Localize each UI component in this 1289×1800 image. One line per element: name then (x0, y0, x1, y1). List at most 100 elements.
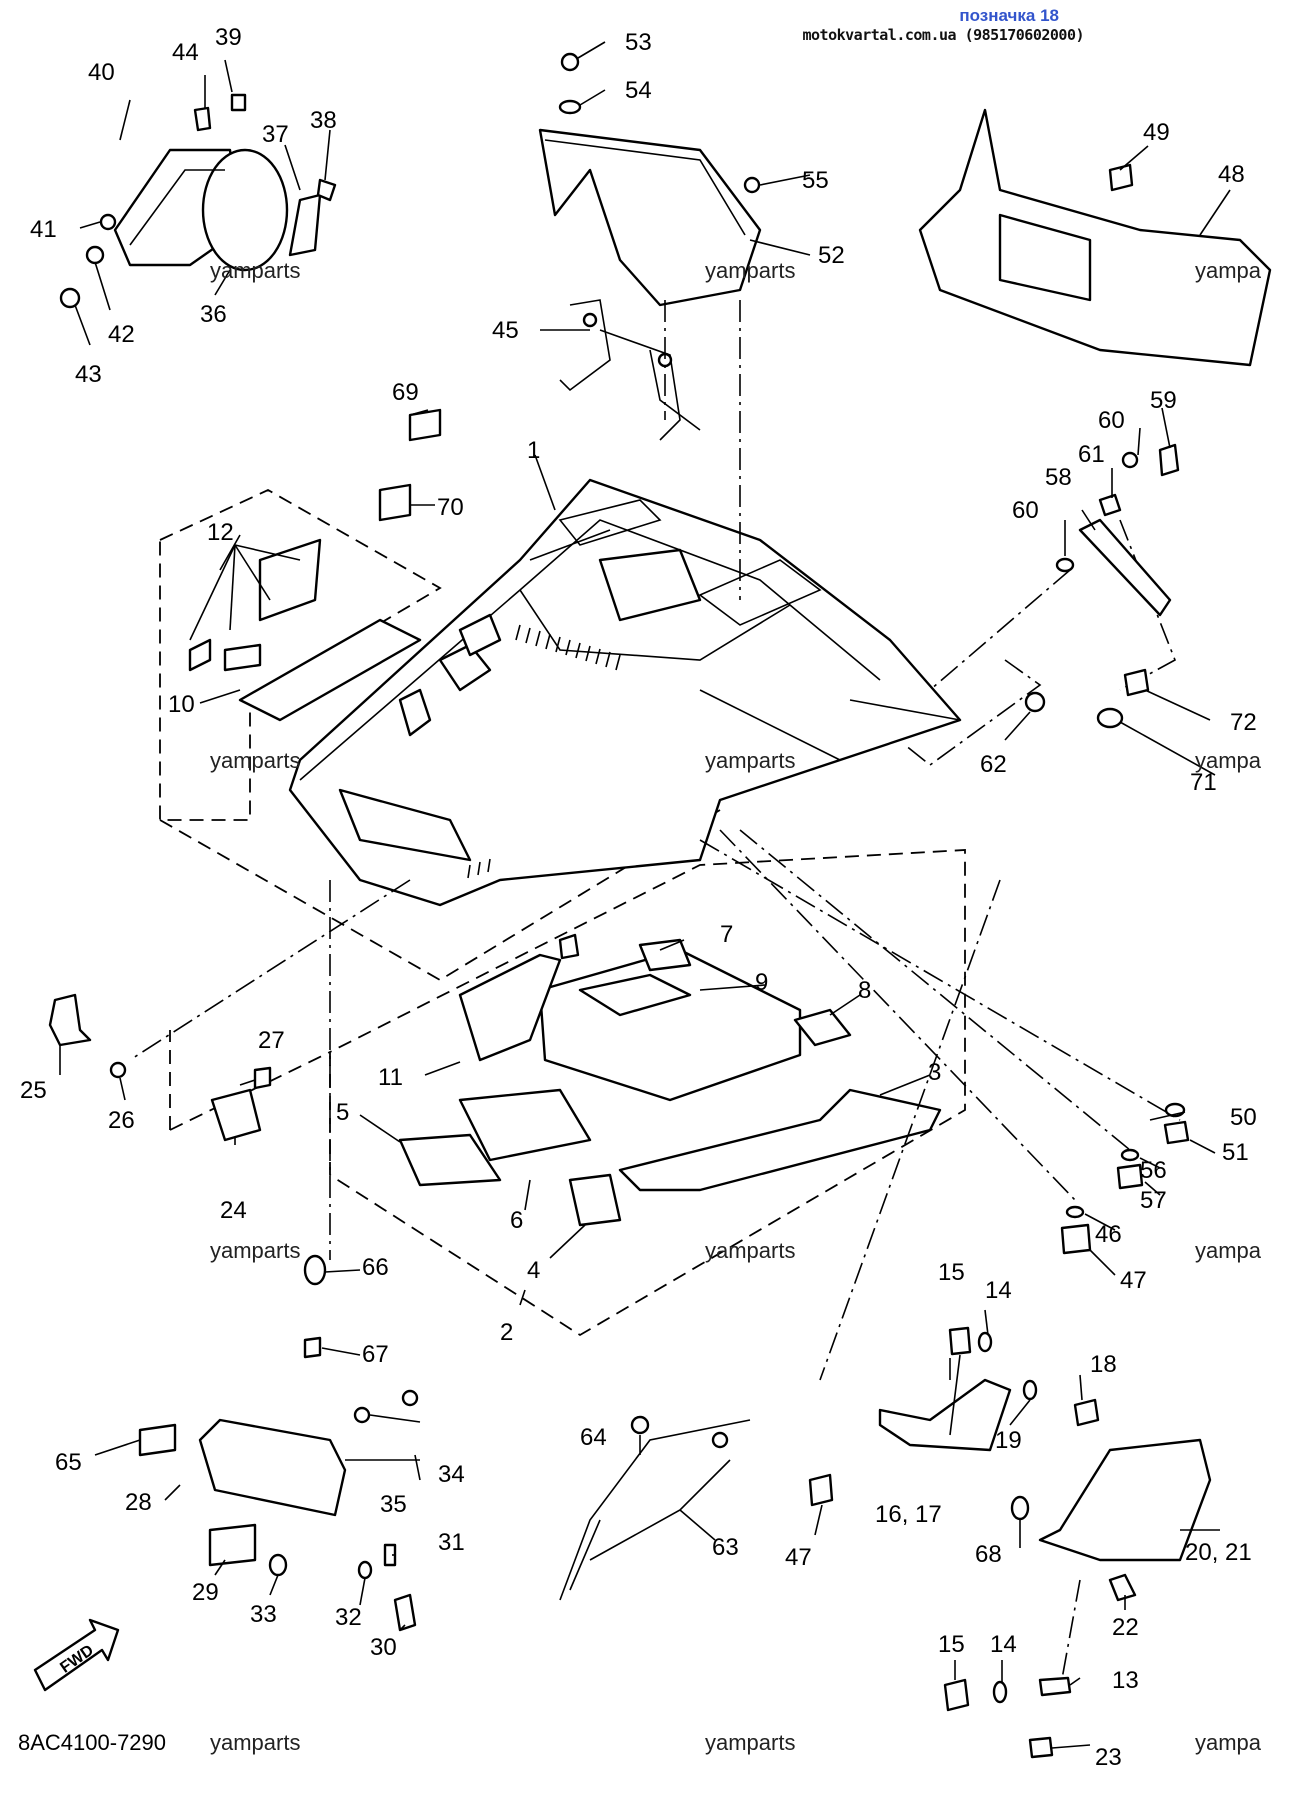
diagram-code: 8AC4100-7290 (18, 1730, 167, 1755)
callout-6: 6 (510, 1207, 523, 1234)
callout-14-lower: 14 (990, 1631, 1017, 1658)
callout-14-upper: 14 (985, 1277, 1012, 1304)
callout-9: 9 (755, 969, 768, 996)
watermark: yamparts (705, 1730, 796, 1755)
callout-18: 18 (1090, 1351, 1117, 1378)
diagram-reference-title: позначка 18 (959, 6, 1059, 25)
callout-31: 31 (438, 1529, 465, 1556)
callout-51: 51 (1222, 1139, 1249, 1166)
callout-44: 44 (172, 39, 199, 66)
callout-43: 43 (75, 361, 102, 388)
callout-53: 53 (625, 29, 652, 56)
callout-34: 34 (438, 1461, 465, 1488)
callout-60-lower: 60 (1012, 497, 1039, 524)
callout-70: 70 (437, 494, 464, 521)
callout-60-upper: 60 (1098, 407, 1125, 434)
watermark: yamparts (705, 1238, 796, 1263)
panel-part-48 (918, 108, 1272, 367)
callout-57: 57 (1140, 1187, 1167, 1214)
mesh-parts-10-12 (188, 538, 422, 722)
callout-27: 27 (258, 1027, 285, 1054)
callout-23: 23 (1095, 1744, 1122, 1771)
callout-1: 1 (527, 437, 540, 464)
callout-26: 26 (108, 1107, 135, 1134)
callout-3: 3 (928, 1059, 941, 1086)
callout-67: 67 (362, 1341, 389, 1368)
callout-38: 38 (310, 107, 337, 134)
strap-part-16-17 (878, 1378, 1012, 1452)
cover-part-20-21 (1038, 1438, 1212, 1562)
callout-39: 39 (215, 24, 242, 51)
callout-55: 55 (802, 167, 829, 194)
watermark-edge: yampa (1195, 1238, 1262, 1263)
callout-36: 36 (200, 301, 227, 328)
callout-56: 56 (1140, 1157, 1167, 1184)
callout-61: 61 (1078, 441, 1105, 468)
callout-47-lower: 47 (785, 1544, 812, 1571)
rear-light-parts-28-29 (138, 1418, 347, 1567)
callout-7: 7 (720, 921, 733, 948)
watermark: yamparts (210, 1238, 301, 1263)
callout-5: 5 (336, 1099, 349, 1126)
callout-22: 22 (1112, 1614, 1139, 1641)
callout-13: 13 (1112, 1667, 1139, 1694)
callout-30: 30 (370, 1634, 397, 1661)
callout-2: 2 (500, 1319, 513, 1346)
callout-71: 71 (1190, 769, 1217, 796)
forward-direction-arrow: FWD (33, 1618, 120, 1692)
hood-part-1 (288, 478, 962, 907)
watermark-edge: yampa (1195, 1730, 1262, 1755)
callout-46: 46 (1095, 1221, 1122, 1248)
watermark: yamparts (210, 1730, 301, 1755)
callout-28: 28 (125, 1489, 152, 1516)
callout-35: 35 (380, 1491, 407, 1518)
callout-16-17: 16, 17 (875, 1501, 942, 1528)
watermark: yamparts (210, 748, 301, 773)
callout-52: 52 (818, 242, 845, 269)
callout-49: 49 (1143, 119, 1170, 146)
callout-33: 33 (250, 1601, 277, 1628)
callout-45: 45 (492, 317, 519, 344)
bracket-part-37 (288, 193, 322, 257)
callout-15-lower: 15 (938, 1631, 965, 1658)
callout-32: 32 (335, 1604, 362, 1631)
callout-20-21: 20, 21 (1185, 1539, 1252, 1566)
callout-15-upper: 15 (938, 1259, 965, 1286)
callout-72: 72 (1230, 709, 1257, 736)
lower-panel-parts (398, 938, 942, 1227)
callout-41: 41 (30, 216, 57, 243)
callout-leaders (59, 41, 1231, 1749)
bracket-assembly-part-45 (559, 299, 701, 441)
callout-numbers: 1 2 3 4 5 6 7 8 9 10 11 12 13 14 14 15 1… (20, 24, 1257, 1771)
callout-68: 68 (975, 1541, 1002, 1568)
callout-40: 40 (88, 59, 115, 86)
callout-24: 24 (220, 1197, 247, 1224)
callout-47-right: 47 (1120, 1267, 1147, 1294)
callout-19: 19 (995, 1427, 1022, 1454)
cables-part-63-64 (559, 1415, 751, 1601)
callout-29: 29 (192, 1579, 219, 1606)
strip-part-58 (1078, 518, 1172, 617)
callout-37: 37 (262, 121, 289, 148)
callout-62: 62 (980, 751, 1007, 778)
callout-65: 65 (55, 1449, 82, 1476)
callout-64: 64 (580, 1424, 607, 1451)
windshield-part-52 (538, 128, 762, 307)
callout-12: 12 (207, 519, 234, 546)
callout-58: 58 (1045, 464, 1072, 491)
watermark-edge: yampa (1195, 258, 1262, 283)
diagram-source-label: motokvartal.com.ua (985170602000) (802, 26, 1084, 44)
callout-8: 8 (858, 977, 871, 1004)
callout-63: 63 (712, 1534, 739, 1561)
callout-50: 50 (1230, 1104, 1257, 1131)
callout-25: 25 (20, 1077, 47, 1104)
watermark-edge: yampa (1195, 748, 1262, 773)
callout-54: 54 (625, 77, 652, 104)
callout-59: 59 (1150, 387, 1177, 414)
headlight-housing-part-36 (113, 148, 289, 272)
callout-69: 69 (392, 379, 419, 406)
callout-10: 10 (168, 691, 195, 718)
callout-48: 48 (1218, 161, 1245, 188)
